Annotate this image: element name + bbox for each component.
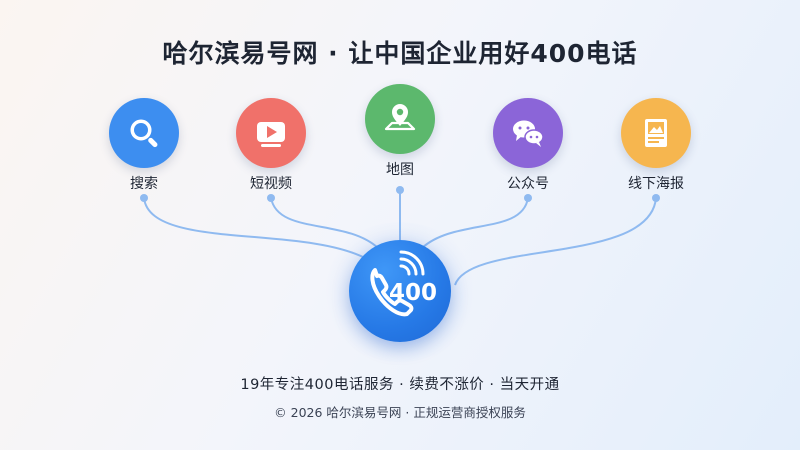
page-title: 哈尔滨易号网 · 让中国企业用好400电话 <box>162 39 638 68</box>
center-number: 400 <box>389 280 438 306</box>
channel-map-node[interactable] <box>365 84 435 154</box>
map-pin-icon <box>384 104 416 131</box>
connector-dot-social <box>524 194 532 202</box>
channel-search-node[interactable] <box>109 98 179 168</box>
channel-label-poster: 线下海报 <box>628 176 684 192</box>
connector-video <box>270 197 379 249</box>
connector-social <box>421 197 529 249</box>
connector-dot-map <box>396 186 404 194</box>
copyright-text: © 2026 哈尔滨易号网 · 正规运营商授权服务 <box>274 405 526 420</box>
channel-poster-node[interactable] <box>621 98 691 168</box>
video-play-icon <box>257 122 285 147</box>
connector-dot-poster <box>652 194 660 202</box>
poster-icon <box>645 119 667 147</box>
service-tagline: 19年专注400电话服务 · 续费不涨价 · 当天开通 <box>240 377 560 393</box>
connector-dot-search <box>140 194 148 202</box>
connector-search <box>143 197 366 259</box>
connector-poster <box>454 197 657 286</box>
search-icon <box>130 119 158 148</box>
channel-label-search: 搜索 <box>130 176 158 192</box>
channel-label-video: 短视频 <box>250 176 292 192</box>
center-400-hub[interactable]: 400 <box>349 240 451 342</box>
channel-video-node[interactable] <box>236 98 306 168</box>
channel-social-node[interactable] <box>493 98 563 168</box>
channel-label-map: 地图 <box>386 162 414 178</box>
connector-dot-video <box>267 194 275 202</box>
phone-call-icon <box>370 250 425 317</box>
chat-bubbles-icon <box>513 120 544 147</box>
channel-label-social: 公众号 <box>507 176 549 192</box>
